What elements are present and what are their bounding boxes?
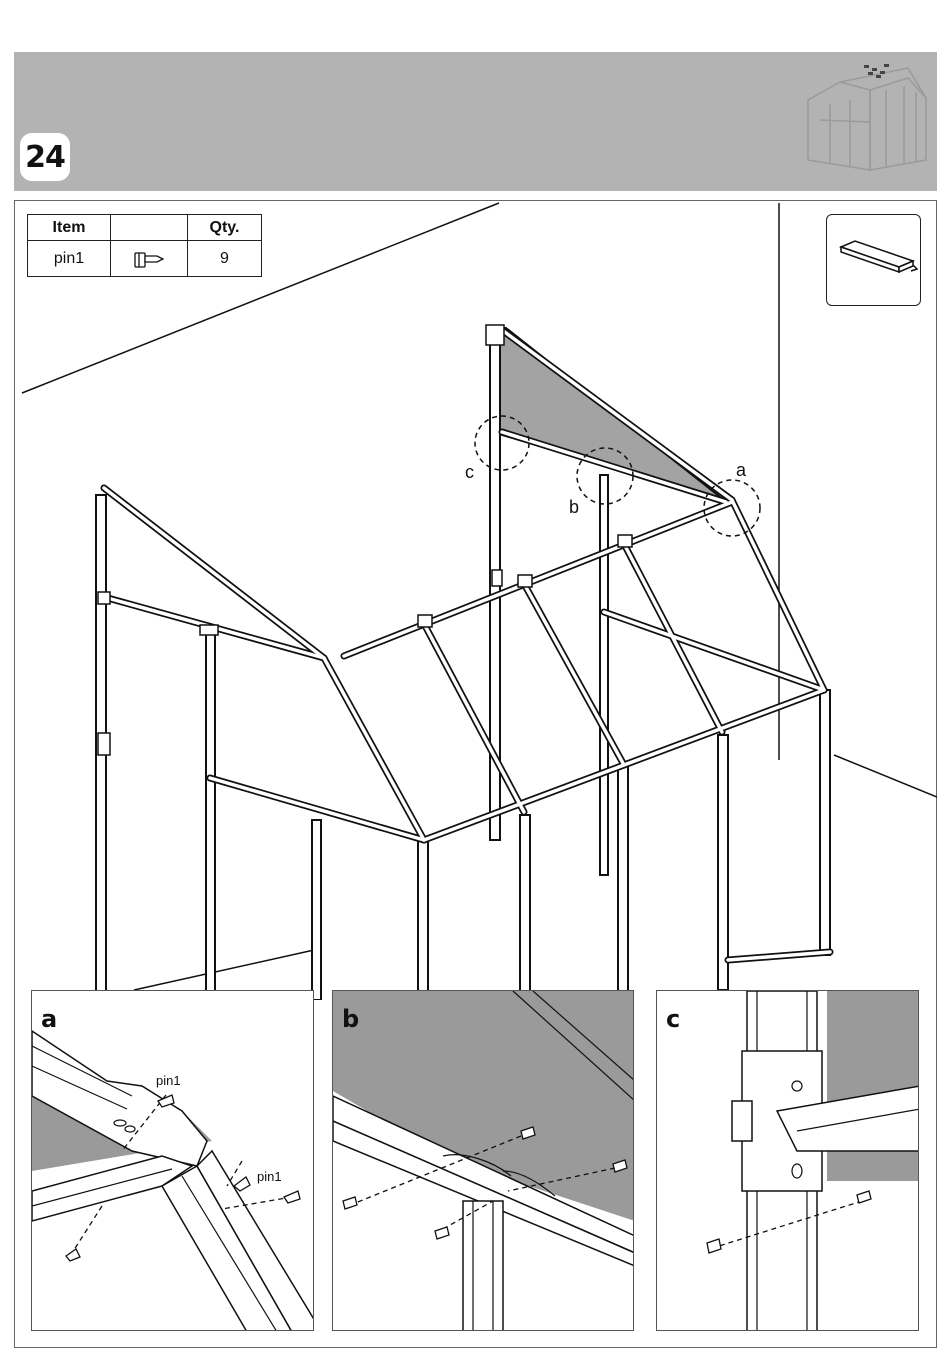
detail-panel-a: a pin1 pin1 (31, 990, 314, 1331)
greenhouse-frame-illustration (14, 200, 937, 1000)
greenhouse-thumbnail-icon (800, 60, 932, 180)
detail-c-illustration (657, 991, 919, 1331)
pin-label-a2: pin1 (257, 1169, 282, 1184)
table-header-qty: Qty. (188, 215, 262, 241)
table-cell-qty: 9 (188, 241, 262, 277)
table-cell-icon (111, 241, 188, 277)
detail-letter-c: c (666, 1005, 680, 1033)
step-header-band (14, 52, 937, 191)
parts-table: Item Qty. pin1 9 (27, 214, 262, 277)
step-badge: 24 (20, 133, 70, 181)
detail-b-illustration (333, 991, 634, 1331)
table-header-item: Item (28, 215, 111, 241)
detail-panel-b: b (332, 990, 634, 1331)
detail-letter-b: b (342, 1005, 359, 1033)
detail-panel-c: c (656, 990, 919, 1331)
table-cell-item: pin1 (28, 241, 111, 277)
callout-label-b: b (569, 497, 579, 518)
callout-label-c: c (465, 462, 474, 483)
wrench-tool-icon (827, 215, 922, 307)
pin-label-a1: pin1 (156, 1073, 181, 1088)
detail-letter-a: a (41, 1005, 57, 1033)
tool-box (826, 214, 921, 306)
table-row: pin1 9 (28, 241, 262, 277)
table-header-icon (111, 215, 188, 241)
callout-label-a: a (736, 460, 746, 481)
detail-a-illustration (32, 991, 314, 1331)
step-number: 24 (25, 140, 65, 175)
pin-icon (131, 247, 167, 271)
